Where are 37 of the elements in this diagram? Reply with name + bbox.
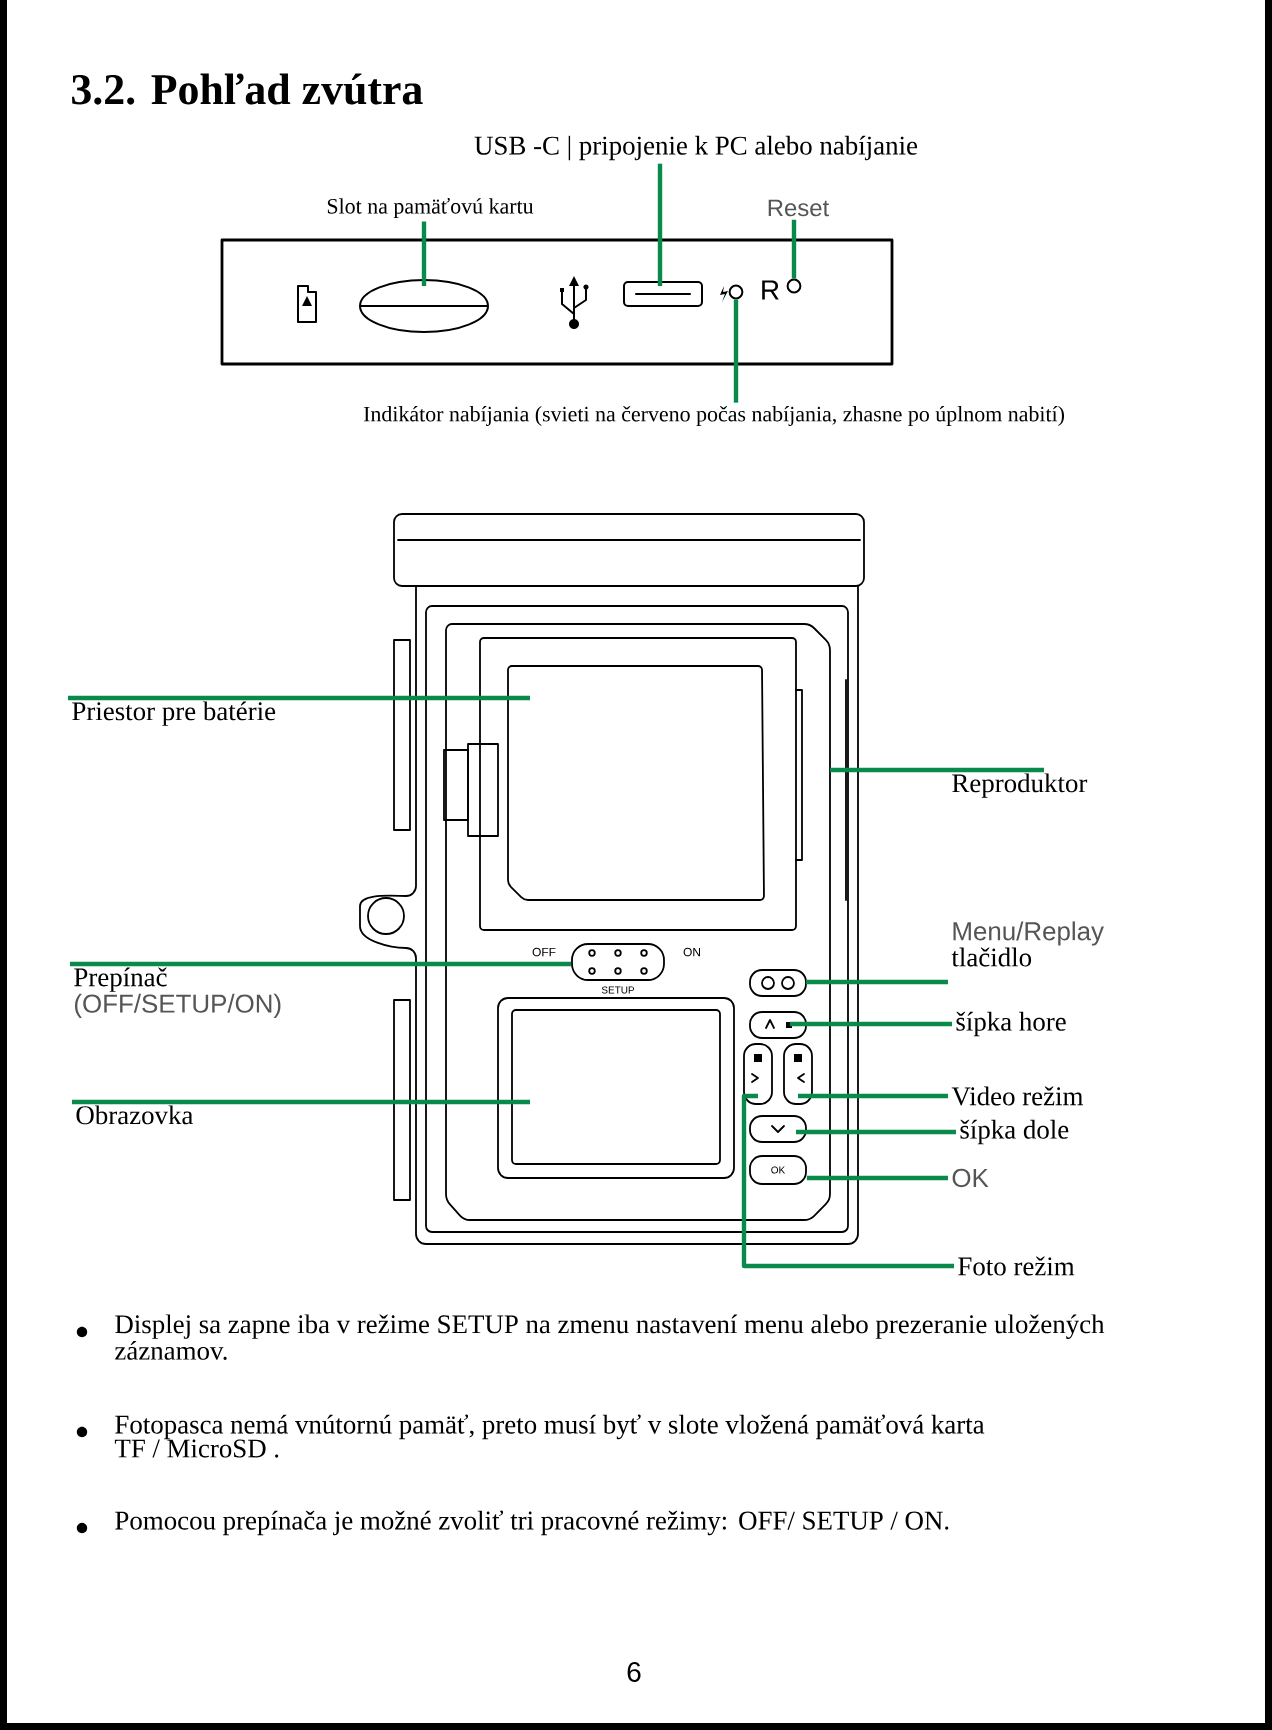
bullet-text: Displej sa zapne iba v režime SETUP na zmenu nastavení menu alebo prezeranie uložených záznamov.: [115, 1314, 1105, 1360]
callout-label: Reproduktor: [952, 773, 1088, 798]
leader-line: [733, 299, 739, 403]
leader-line: [806, 979, 948, 985]
callout-label: Obrazovka: [76, 1105, 193, 1125]
bullet-text: Pomocou prepínača je možné zvoliť tri pracovné režimy: OFF/ SETUP / ON.: [115, 1510, 949, 1536]
leader-line: [806, 1175, 948, 1181]
leader-line: [791, 219, 797, 279]
callout-label: šípka hore: [956, 1011, 1066, 1037]
callout-label: Indikátor nabíjania (svieti na červeno počas nabíjania, zhasne po úplnom nabití): [363, 406, 1064, 426]
hole: [728, 284, 744, 300]
callout-label: Foto režim: [958, 1256, 1075, 1276]
bullet-text: Fotopasca nemá vnútornú pamäť, preto musí byť v slote vložená pamäťová karta TF / MicroSD .: [114, 1414, 985, 1458]
leader-line: [830, 767, 1044, 773]
callout-label: Prepínač (OFF/SETUP/ON): [74, 967, 281, 1018]
slide-switch: [571, 943, 665, 981]
leader-line: [68, 695, 530, 701]
port-letter: R: [762, 280, 779, 300]
leader-line: [72, 1099, 530, 1105]
callout-label: Reset: [768, 199, 830, 217]
callout-label: USB -C | pripojenie k PC alebo nabíjanie: [474, 135, 918, 161]
callout-label: Video režim: [951, 1086, 1084, 1106]
hole: [786, 278, 802, 294]
callout-label: šípka dole: [960, 1119, 1069, 1145]
leader-line: [741, 1093, 954, 1269]
leader-line: [421, 221, 427, 286]
callout-label: OK: [952, 1168, 989, 1188]
leader-line: [798, 1093, 948, 1099]
leader-line: [70, 961, 572, 967]
leader-line: [796, 1129, 956, 1135]
leader-line: [657, 163, 663, 286]
page-number: 6: [627, 1662, 641, 1682]
callout-label: Slot na pamäťovú kartu: [327, 197, 534, 219]
leader-line: [790, 1021, 952, 1027]
heading: 3.2. Pohľad zvútra: [72, 73, 423, 105]
callout-label: Menu/Replay tlačidlo: [951, 921, 1104, 967]
callout-label: Priestor pre batérie: [72, 701, 276, 726]
